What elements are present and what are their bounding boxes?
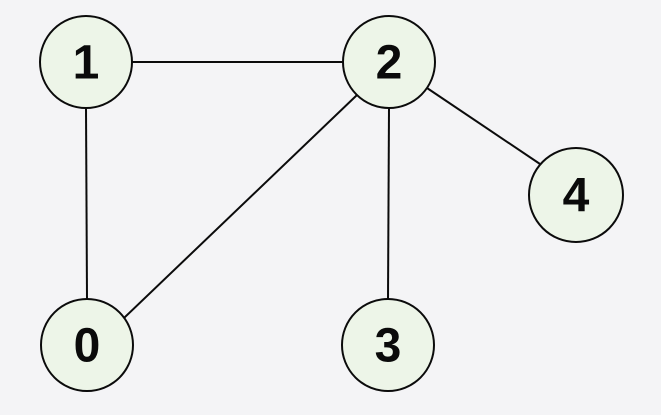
node-label-3: 3 [375,320,402,373]
node-circle-3[interactable] [341,298,435,392]
graph-node-4[interactable]: 4 [528,147,624,243]
node-circle-0[interactable] [40,298,134,392]
edge-2-3 [387,107,390,300]
graph-node-2[interactable]: 2 [342,15,436,109]
node-label-4: 4 [563,170,590,223]
node-circle-1[interactable] [39,15,133,109]
edge-1-0 [85,107,88,300]
edge-2-4 [426,87,541,165]
node-label-1: 1 [73,37,100,90]
graph-node-0[interactable]: 0 [40,298,134,392]
graph-node-1[interactable]: 1 [39,15,133,109]
edge-0-2 [123,94,358,319]
edge-layer [85,61,541,319]
node-circle-2[interactable] [342,15,436,109]
node-circle-4[interactable] [528,147,624,243]
graph-node-3[interactable]: 3 [341,298,435,392]
node-label-0: 0 [74,320,101,373]
node-label-2: 2 [376,37,403,90]
node-layer: 0 1 2 3 4 [39,15,624,392]
